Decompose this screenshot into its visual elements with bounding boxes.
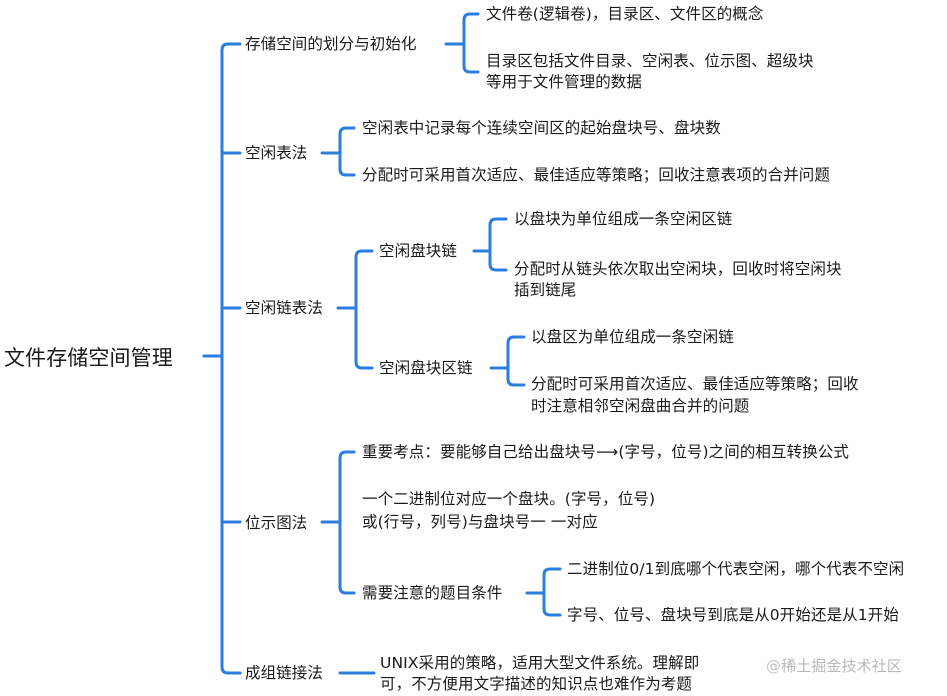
leaf-extent-chain-2-line2: 时注意相邻空闲盘曲合并的问题 — [531, 397, 750, 415]
block-chain-brace-hook-2 — [488, 249, 508, 272]
conditions-brace-hook-2 — [542, 591, 562, 617]
block-chain-brace-hook-1 — [488, 217, 508, 253]
root-brace-hook-5 — [220, 354, 242, 675]
branch-label-free-list: 空闲链表法 — [245, 299, 324, 317]
leaf-grouped-1-line1: UNIX采用的策略，适用大型文件系统。理解即 — [380, 654, 700, 672]
conditions-brace-hook-1 — [542, 567, 562, 595]
leaf-extent-chain-2-line1: 分配时可采用首次适应、最佳适应等策略；回收 — [531, 375, 859, 393]
sub-label-extent-chain: 空闲盘块区链 — [379, 359, 473, 377]
leaf-bitmap-1: 重要考点：要能够自己给出盘块号⟶(字号，位号)之间的相互转换公式 — [362, 443, 850, 461]
bitmap-brace-hook-2 — [338, 520, 356, 595]
free-list-brace-hook-2 — [354, 306, 374, 370]
sub-label-block-chain: 空闲盘块链 — [379, 242, 458, 260]
leaf-free-table-2: 分配时可采用首次适应、最佳适应等策略；回收注意表项的合并问题 — [362, 166, 831, 184]
leaf-division-2-line1: 目录区包括文件目录、空闲表、位示图、超级块 — [486, 52, 814, 70]
watermark: @稀土掘金技术社区 — [766, 656, 902, 677]
division-brace-hook-1 — [462, 12, 480, 46]
leaf-block-chain-1: 以盘块为单位组成一条空闲区链 — [514, 210, 733, 228]
extent-chain-brace-hook-2 — [506, 366, 526, 387]
leaf-block-chain-2-line1: 分配时从链头依次取出空闲块，回收时将空闲块 — [514, 260, 842, 278]
leaf-division-1: 文件卷(逻辑卷)，目录区、文件区的概念 — [486, 5, 764, 23]
leaf-division-2-line2: 等用于文件管理的数据 — [486, 73, 643, 91]
root-brace-hook-1 — [220, 42, 242, 358]
branch-label-bitmap: 位示图法 — [245, 514, 308, 532]
free-table-brace-hook-2 — [338, 151, 356, 177]
leaf-free-table-1: 空闲表中记录每个连续空间区的起始盘块号、盘块数 — [362, 119, 721, 137]
leaf-conditions-1: 二进制位0/1到底哪个代表空闲，哪个代表不空闲 — [567, 560, 905, 578]
branch-label-grouped: 成组链接法 — [245, 664, 324, 682]
leaf-extent-chain-1: 以盘区为单位组成一条空闲链 — [531, 328, 734, 346]
leaf-bitmap-2-line1: 一个二进制位对应一个盘块。(字号，位号) — [362, 490, 656, 508]
watermark-text: 稀土掘金技术社区 — [781, 657, 902, 675]
root-topic: 文件存储空间管理 — [4, 346, 173, 370]
branch-label-division: 存储空间的划分与初始化 — [245, 35, 417, 53]
leaf-conditions-2: 字号、位号、盘块号到底是从0开始还是从1开始 — [567, 606, 899, 624]
extent-chain-brace-hook-1 — [506, 335, 526, 370]
free-list-brace-hook-1 — [354, 249, 374, 310]
leaf-grouped-1-line2: 可，不方便用文字描述的知识点也难作为考题 — [380, 675, 693, 693]
sub-label-conditions: 需要注意的题目条件 — [362, 584, 503, 602]
watermark-logo: @ — [766, 657, 782, 675]
branch-label-free-table: 空闲表法 — [245, 144, 308, 162]
free-table-brace-hook-1 — [338, 126, 356, 155]
leaf-bitmap-2-line2: 或(行号，列号)与盘块号一 一对应 — [362, 513, 598, 531]
division-brace-hook-2 — [462, 42, 480, 74]
bitmap-brace-hook-1 — [338, 450, 356, 524]
leaf-block-chain-2-line2: 插到链尾 — [514, 281, 577, 299]
